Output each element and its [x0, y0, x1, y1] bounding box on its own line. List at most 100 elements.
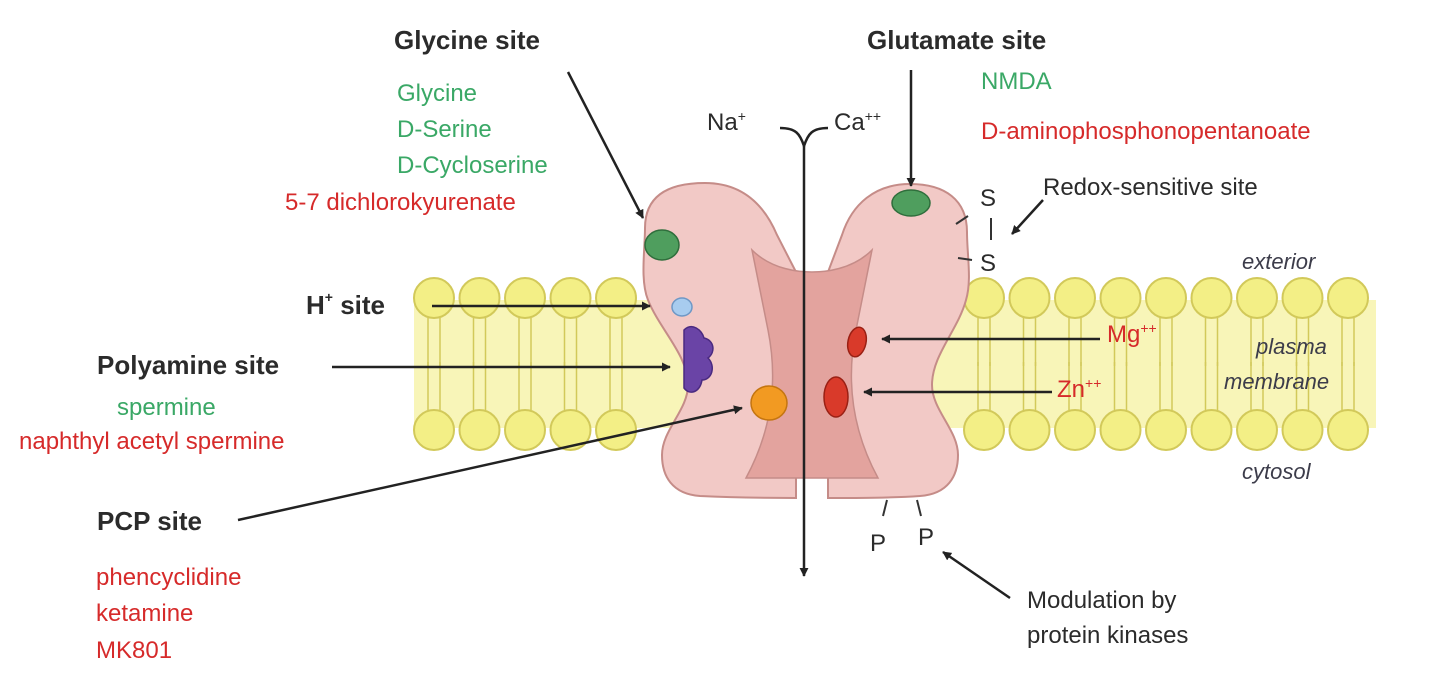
lipid-head: [963, 409, 1005, 451]
kinase-label-line1: Modulation by: [1027, 587, 1177, 614]
lipid-tail: [563, 362, 578, 410]
lipid-tail: [1113, 318, 1128, 366]
glutamate-agonist: NMDA: [981, 68, 1052, 95]
glycine-agonist-d-cycloserine: D-Cycloserine: [397, 152, 548, 179]
kinase-label-line2: protein kinases: [1027, 622, 1189, 649]
lipid-tail: [472, 318, 487, 366]
lipid-head: [413, 277, 455, 319]
lipid-head: [1099, 277, 1142, 319]
glycine-site-label: Glycine site: [394, 25, 540, 55]
lipid-head: [595, 409, 637, 451]
glycine-agonist-d-serine: D-Serine: [397, 116, 492, 143]
lipid-head: [549, 409, 592, 451]
lipid-tail: [518, 318, 532, 366]
lipid-tail: [1295, 318, 1310, 366]
cytosol-label: cytosol: [1242, 459, 1311, 484]
pcp-antagonist-ketamine: ketamine: [96, 600, 194, 627]
glutamate-binding-site: [891, 189, 931, 217]
lipid-tail: [609, 362, 623, 410]
lipid-head: [1145, 277, 1187, 319]
disulfide-s-top: S: [980, 185, 997, 212]
redox-site-arrow: [1011, 199, 1044, 235]
polyamine-antagonist: naphthyl acetyl spermine: [19, 428, 285, 455]
glycine-binding-site: [644, 229, 680, 261]
lipid-head: [1281, 409, 1324, 451]
lipid-head: [1008, 277, 1051, 319]
zn-binding-site: [823, 376, 849, 418]
phospho-p-left: P: [870, 530, 887, 557]
glutamate-site-label: Glutamate site: [867, 25, 1047, 55]
lipid-tail: [1250, 318, 1264, 366]
lipid-head: [1281, 277, 1324, 319]
na-ion-label: Na+: [707, 108, 746, 136]
exterior-label: exterior: [1242, 249, 1316, 274]
lipid-head: [458, 409, 501, 451]
h-site-label: H+ site: [306, 289, 385, 320]
lipid-tail: [563, 318, 578, 366]
pcp-binding-site: [750, 385, 788, 421]
pcp-antagonist-mk801: MK801: [96, 637, 173, 664]
lipid-head: [595, 277, 637, 319]
membrane-label: membrane: [1224, 369, 1330, 394]
phospho-p-right: P: [918, 524, 935, 551]
lipid-tail: [1250, 362, 1264, 410]
lipid-tail: [1204, 362, 1219, 410]
zn-ion-label: Zn++: [1057, 375, 1102, 403]
kinase-arrow: [942, 550, 1011, 600]
plasma-label: plasma: [1256, 334, 1327, 359]
lipid-head: [1236, 409, 1278, 451]
lipid-tail: [1341, 318, 1355, 366]
lipid-tail: [427, 318, 441, 366]
p-left-tick: [882, 499, 888, 517]
pcp-site-label: PCP site: [97, 506, 203, 536]
glycine-site-arrow: [566, 71, 645, 219]
lipid-head: [504, 277, 546, 319]
lipid-tail: [1068, 362, 1082, 410]
lipid-tail: [977, 362, 991, 410]
lipid-tail: [518, 362, 532, 410]
disulfide-s-bottom: S: [980, 250, 997, 277]
lipid-head: [1145, 409, 1187, 451]
lipid-head: [1054, 409, 1096, 451]
lipid-tail: [1341, 362, 1355, 410]
lipid-head: [1236, 277, 1278, 319]
lipid-tail: [1295, 362, 1310, 410]
lipid-head: [549, 277, 592, 319]
lipid-tail: [977, 318, 991, 366]
glycine-antagonist: 5-7 dichlorokyurenate: [285, 189, 516, 216]
pcp-site-arrow: [237, 405, 743, 522]
lipid-tail: [1113, 362, 1128, 410]
pcp-antagonist-phencyclidine: phencyclidine: [96, 564, 242, 591]
ca-ion-label: Ca++: [834, 108, 882, 136]
ion-flow-brace: [779, 126, 829, 150]
nmda-receptor-channel: [642, 181, 970, 500]
mg-ion-label: Mg++: [1107, 320, 1157, 348]
glutamate-antagonist: D-aminophosphonopentanoate: [981, 118, 1311, 145]
lipid-head: [1327, 409, 1369, 451]
s-top-tick: [955, 215, 969, 225]
s-bottom-tick: [957, 257, 973, 261]
lipid-tail: [1022, 362, 1037, 410]
redox-site-label: Redox-sensitive site: [1043, 174, 1258, 201]
lipid-tail: [1159, 362, 1173, 410]
lipid-head: [1008, 409, 1051, 451]
lipid-head: [1099, 409, 1142, 451]
polyamine-binding-site: [683, 326, 714, 393]
h-binding-site: [671, 297, 693, 317]
p-right-tick: [916, 499, 922, 517]
lipid-head: [458, 277, 501, 319]
polyamine-site-label: Polyamine site: [97, 350, 280, 380]
lipid-head: [1190, 409, 1233, 451]
lipid-head: [504, 409, 546, 451]
lipid-tail: [1022, 318, 1037, 366]
lipid-tail: [1159, 318, 1173, 366]
lipid-head: [1054, 277, 1096, 319]
lipid-head: [1327, 277, 1369, 319]
lipid-head: [963, 277, 1005, 319]
lipid-tail: [427, 362, 441, 410]
lipid-head: [1190, 277, 1233, 319]
lipid-head: [413, 409, 455, 451]
glycine-agonist-glycine: Glycine: [397, 80, 478, 107]
